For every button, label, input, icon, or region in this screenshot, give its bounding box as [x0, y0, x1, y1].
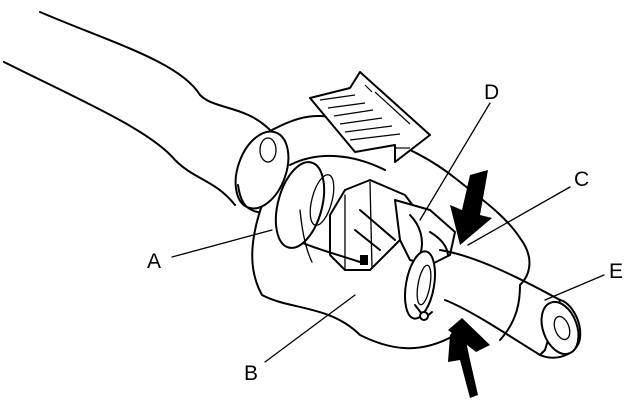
- callout-leaders: [171, 102, 605, 363]
- outer-tube: [439, 249, 582, 359]
- callout-label-b: B: [244, 362, 258, 385]
- leader-b: [264, 294, 356, 363]
- leader-a: [171, 229, 273, 258]
- leader-d: [419, 102, 491, 221]
- clamp-ear: [394, 199, 456, 321]
- callout-label-a: A: [147, 250, 161, 273]
- callout-label-c: C: [574, 168, 589, 191]
- solid-arrow-icon: [448, 170, 492, 398]
- boot-end-ring: [234, 130, 290, 213]
- leader-c: [467, 186, 571, 246]
- leader-e: [544, 274, 605, 301]
- callout-label-e: E: [609, 260, 623, 283]
- shaft-body: [3, 11, 271, 206]
- large-hatched-arrow-icon: [309, 71, 431, 163]
- joint-housing: [274, 155, 386, 263]
- callout-labels: A B C D E: [147, 81, 623, 385]
- callout-label-d: D: [484, 81, 499, 104]
